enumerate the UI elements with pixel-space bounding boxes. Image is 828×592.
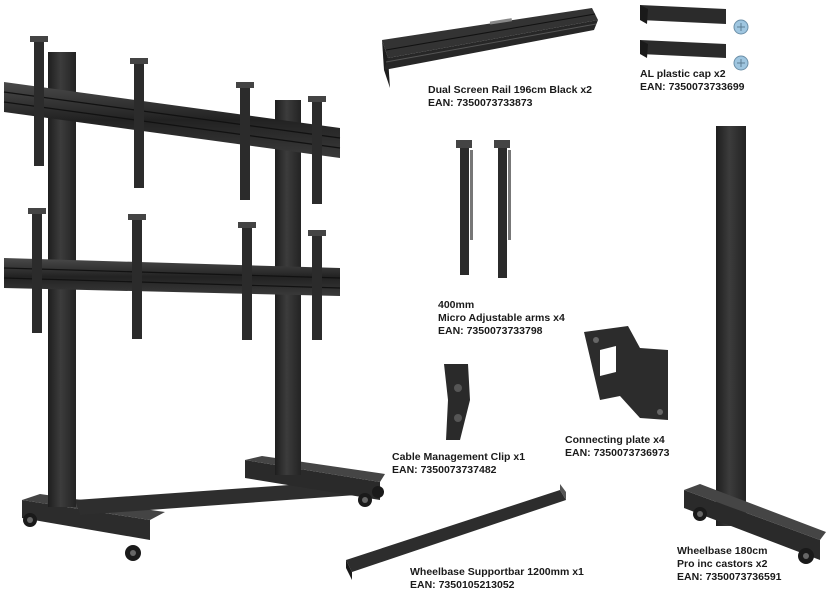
caps-label: AL plastic cap x2 EAN: 7350073733699 [640, 68, 745, 94]
stand-rail-bottom [3, 258, 341, 296]
cable-clip-part [444, 364, 470, 440]
plate-ean: EAN: 7350073736973 [565, 447, 670, 459]
supportbar-part [346, 484, 566, 580]
clip-label: Cable Management Clip x1 EAN: 7350073737… [392, 451, 525, 477]
arms-name: Micro Adjustable arms x4 [438, 312, 565, 324]
clip-ean: EAN: 7350073737482 [392, 464, 497, 476]
plate-label: Connecting plate x4 EAN: 7350073736973 [565, 434, 670, 460]
screw-icon [733, 19, 749, 35]
arms-size: 400mm [438, 299, 475, 311]
stand-arms-bottom [28, 208, 326, 340]
supportbar-name: Wheelbase Supportbar 1200mm x1 [410, 566, 584, 578]
stand-rail-top [3, 82, 341, 158]
supportbar-label: Wheelbase Supportbar 1200mm x1 EAN: 7350… [410, 566, 584, 592]
supportbar-ean: EAN: 7350105213052 [410, 579, 515, 591]
rail-part [382, 8, 598, 88]
plate-name: Connecting plate x4 [565, 434, 665, 446]
screw-icon [733, 55, 749, 71]
wheelbase-ean: EAN: 7350073736591 [677, 571, 782, 583]
rail-label: Dual Screen Rail 196cm Black x2 EAN: 735… [428, 84, 592, 110]
caps-ean: EAN: 7350073733699 [640, 81, 745, 93]
arms-ean: EAN: 7350073733798 [438, 325, 543, 337]
wheelbase-spec: Pro inc castors x2 [677, 558, 768, 570]
rail-name: Dual Screen Rail 196cm Black x2 [428, 84, 593, 96]
plastic-caps-part [640, 5, 749, 71]
adjustable-arms-part [456, 140, 511, 278]
arms-label: 400mm Micro Adjustable arms x4 EAN: 7350… [438, 299, 565, 338]
wheelbase-part [684, 126, 826, 564]
caps-name: AL plastic cap x2 [640, 68, 726, 80]
rail-ean: EAN: 7350073733873 [428, 97, 533, 109]
wheelbase-name: Wheelbase 180cm [677, 545, 768, 557]
stand-base [22, 456, 385, 561]
wheelbase-label: Wheelbase 180cm Pro inc castors x2 EAN: … [677, 545, 782, 584]
stand-arms-top [30, 36, 326, 204]
clip-name: Cable Management Clip x1 [392, 451, 526, 463]
assembled-stand [3, 36, 385, 561]
connecting-plate-part [584, 326, 668, 420]
